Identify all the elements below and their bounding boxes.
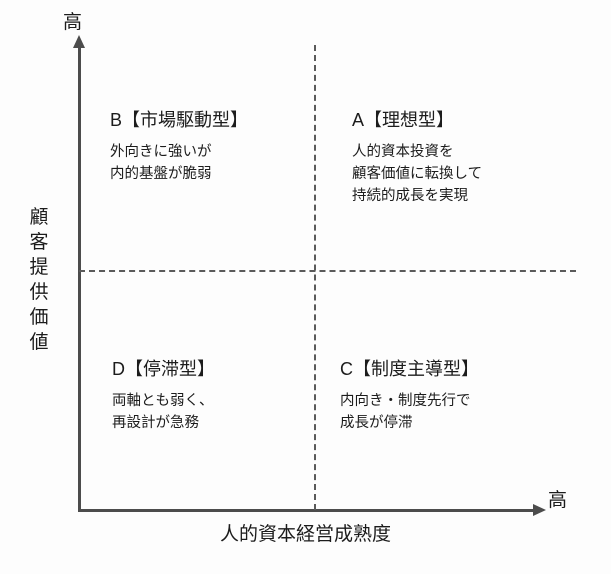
quadrant-d: D【停滞型】 両軸とも弱く、 再設計が急務 xyxy=(112,357,215,434)
vertical-divider-line xyxy=(314,45,316,510)
quadrant-a: A【理想型】 人的資本投資を 顧客価値に転換して 持続的成長を実現 xyxy=(352,108,482,207)
quadrant-a-line-1: 人的資本投資を xyxy=(352,144,454,160)
quadrant-c-title: C【制度主導型】 xyxy=(340,359,479,379)
y-axis-arrow-icon xyxy=(73,35,85,48)
y-axis-title: 顧客提供価値 xyxy=(29,207,49,353)
x-axis-title: 人的資本経営成熟度 xyxy=(219,524,391,545)
y-axis-high-label: 高 xyxy=(63,12,83,33)
quadrant-b-body: 外向きに強いが 内的基盤が脆弱 xyxy=(110,141,248,185)
quadrant-d-line-1: 両軸とも弱く、 xyxy=(112,393,214,409)
quadrant-d-body: 両軸とも弱く、 再設計が急務 xyxy=(112,390,215,434)
x-axis-arrow-icon xyxy=(533,504,546,516)
horizontal-divider-line xyxy=(79,270,576,272)
quadrant-a-title: A【理想型】 xyxy=(352,110,455,130)
quadrant-b-title: B【市場駆動型】 xyxy=(110,110,249,130)
quadrant-a-line-3: 持続的成長を実現 xyxy=(352,188,468,204)
y-axis-line xyxy=(78,46,81,512)
x-axis-line xyxy=(78,509,535,512)
quadrant-a-line-2: 顧客価値に転換して xyxy=(352,166,483,182)
quadrant-c-line-1: 内向き・制度先行で xyxy=(340,393,471,409)
quadrant-c-line-2: 成長が停滞 xyxy=(340,415,413,431)
quadrant-c-body: 内向き・制度先行で 成長が停滞 xyxy=(340,390,479,434)
quadrant-d-title: D【停滞型】 xyxy=(112,359,215,379)
quadrant-b-line-1: 外向きに強いが xyxy=(110,144,212,160)
quadrant-c: C【制度主導型】 内向き・制度先行で 成長が停滞 xyxy=(340,357,479,434)
quadrant-d-line-2: 再設計が急務 xyxy=(112,415,199,431)
x-axis-high-label: 高 xyxy=(548,490,568,511)
quadrant-b-line-2: 内的基盤が脆弱 xyxy=(110,166,212,182)
quadrant-b: B【市場駆動型】 外向きに強いが 内的基盤が脆弱 xyxy=(110,108,248,185)
quadrant-a-body: 人的資本投資を 顧客価値に転換して 持続的成長を実現 xyxy=(352,141,482,207)
